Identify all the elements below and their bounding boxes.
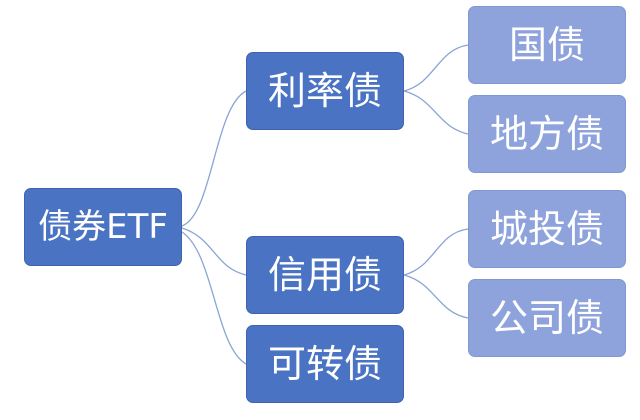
connector-root-to-credit [181, 227, 247, 276]
connector-root-to-rate [181, 90, 247, 227]
local-government-bond-node: 地方债 [468, 95, 626, 173]
connector-rate-to-local [403, 90, 469, 135]
urban-investment-bond-node: 城投债 [468, 190, 626, 268]
connector-credit-to-city [403, 228, 469, 276]
connector-credit-to-corp [403, 274, 469, 319]
connector-root-to-convertible [181, 231, 247, 365]
corporate-bond-node: 公司债 [468, 279, 626, 357]
convertible-bond-node: 可转债 [246, 325, 404, 403]
credit-bond-node: 信用债 [246, 236, 404, 314]
bond-etf-root-node: 债券ETF [24, 188, 182, 266]
government-bond-node: 国债 [468, 6, 626, 84]
interest-rate-bond-node: 利率债 [246, 52, 404, 130]
connector-rate-to-gov [403, 44, 469, 92]
